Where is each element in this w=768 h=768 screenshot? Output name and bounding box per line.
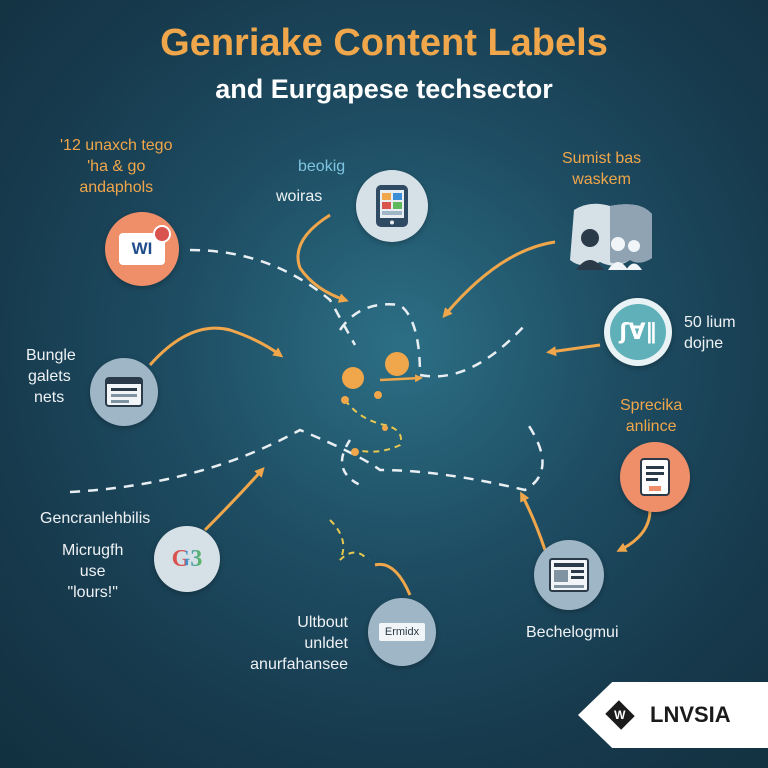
- newspaper-node[interactable]: [534, 540, 604, 610]
- formula-icon-text: ʃⱯ∥: [619, 319, 657, 345]
- dashed-link-main: [69, 419, 544, 494]
- people-group-node[interactable]: [560, 200, 656, 274]
- ermidx-field: Ermidx: [378, 623, 426, 641]
- notification-dot: [153, 225, 171, 243]
- formula-node[interactable]: ʃⱯ∥: [604, 298, 672, 366]
- brand-name: LNVSIA: [650, 702, 731, 727]
- label-bottom-center: Ultbout unldet anurfahansee: [250, 614, 348, 673]
- label-top-center-heading: beokig: [298, 158, 346, 175]
- tablet-icon: [376, 185, 408, 227]
- newspaper-icon: [549, 558, 589, 592]
- center-dot-right: [385, 352, 409, 376]
- dashed-link-center-low: [340, 439, 361, 487]
- people-group-icon: [570, 203, 652, 270]
- speech-bubble-icon: WI: [119, 225, 171, 265]
- dashed-link-left: [189, 248, 357, 346]
- arrow-top-right: [442, 240, 556, 319]
- label-mid-right: 50 lium dojne: [684, 314, 736, 352]
- arrow-top-center: [296, 213, 349, 303]
- arrow-center-inner: [379, 374, 423, 383]
- center-dot-small-3: [382, 425, 388, 431]
- formula-icon: ʃⱯ∥: [610, 304, 666, 360]
- arrow-bottom-center: [374, 562, 412, 596]
- page-title: Genriake Content Labels: [160, 22, 608, 64]
- document-node[interactable]: [90, 358, 158, 426]
- arrow-right-down: [616, 509, 652, 552]
- g3-node[interactable]: G3: [154, 526, 220, 592]
- arrow-mid-left: [148, 326, 284, 366]
- browser-window-icon: [105, 377, 143, 407]
- label-top-left: '12 unaxch tego 'ha & go andaphols: [60, 137, 173, 196]
- yellow-dash-1: [344, 399, 402, 453]
- dashed-link-center: [338, 303, 526, 378]
- center-dot-small-2: [374, 391, 382, 399]
- center-dot-left: [342, 367, 364, 389]
- center-dot-small-1: [341, 396, 349, 404]
- ermidx-node[interactable]: Ermidx: [368, 598, 436, 666]
- label-mid-left: Bungle galets nets: [26, 347, 76, 406]
- yellow-dash-2: [329, 519, 369, 561]
- label-bottom-left-2: Micrugfh use "lours!": [62, 542, 124, 601]
- label-bottom-right: Bechelogmui: [526, 624, 619, 641]
- tablet-node[interactable]: [356, 170, 428, 242]
- arrow-bottom-left: [203, 467, 265, 532]
- label-top-center: woiras: [276, 188, 323, 205]
- wi-chat-node[interactable]: WI: [105, 212, 179, 286]
- arrow-bottom-right: [520, 491, 547, 551]
- label-right-orange: Sprecika anlince: [620, 397, 683, 435]
- page-subtitle: and Eurgapese techsector: [215, 74, 553, 104]
- wi-icon-text: WI: [131, 239, 153, 258]
- label-bottom-left-1: Gencranlehbilis: [40, 510, 151, 527]
- arrow-mid-right: [546, 343, 601, 357]
- file-icon: [640, 458, 670, 496]
- center-dot-small-4: [351, 448, 359, 456]
- g3-icon-text: G3: [171, 545, 203, 572]
- label-top-right: Sumist bas waskem: [562, 150, 642, 188]
- file-node[interactable]: [620, 442, 690, 512]
